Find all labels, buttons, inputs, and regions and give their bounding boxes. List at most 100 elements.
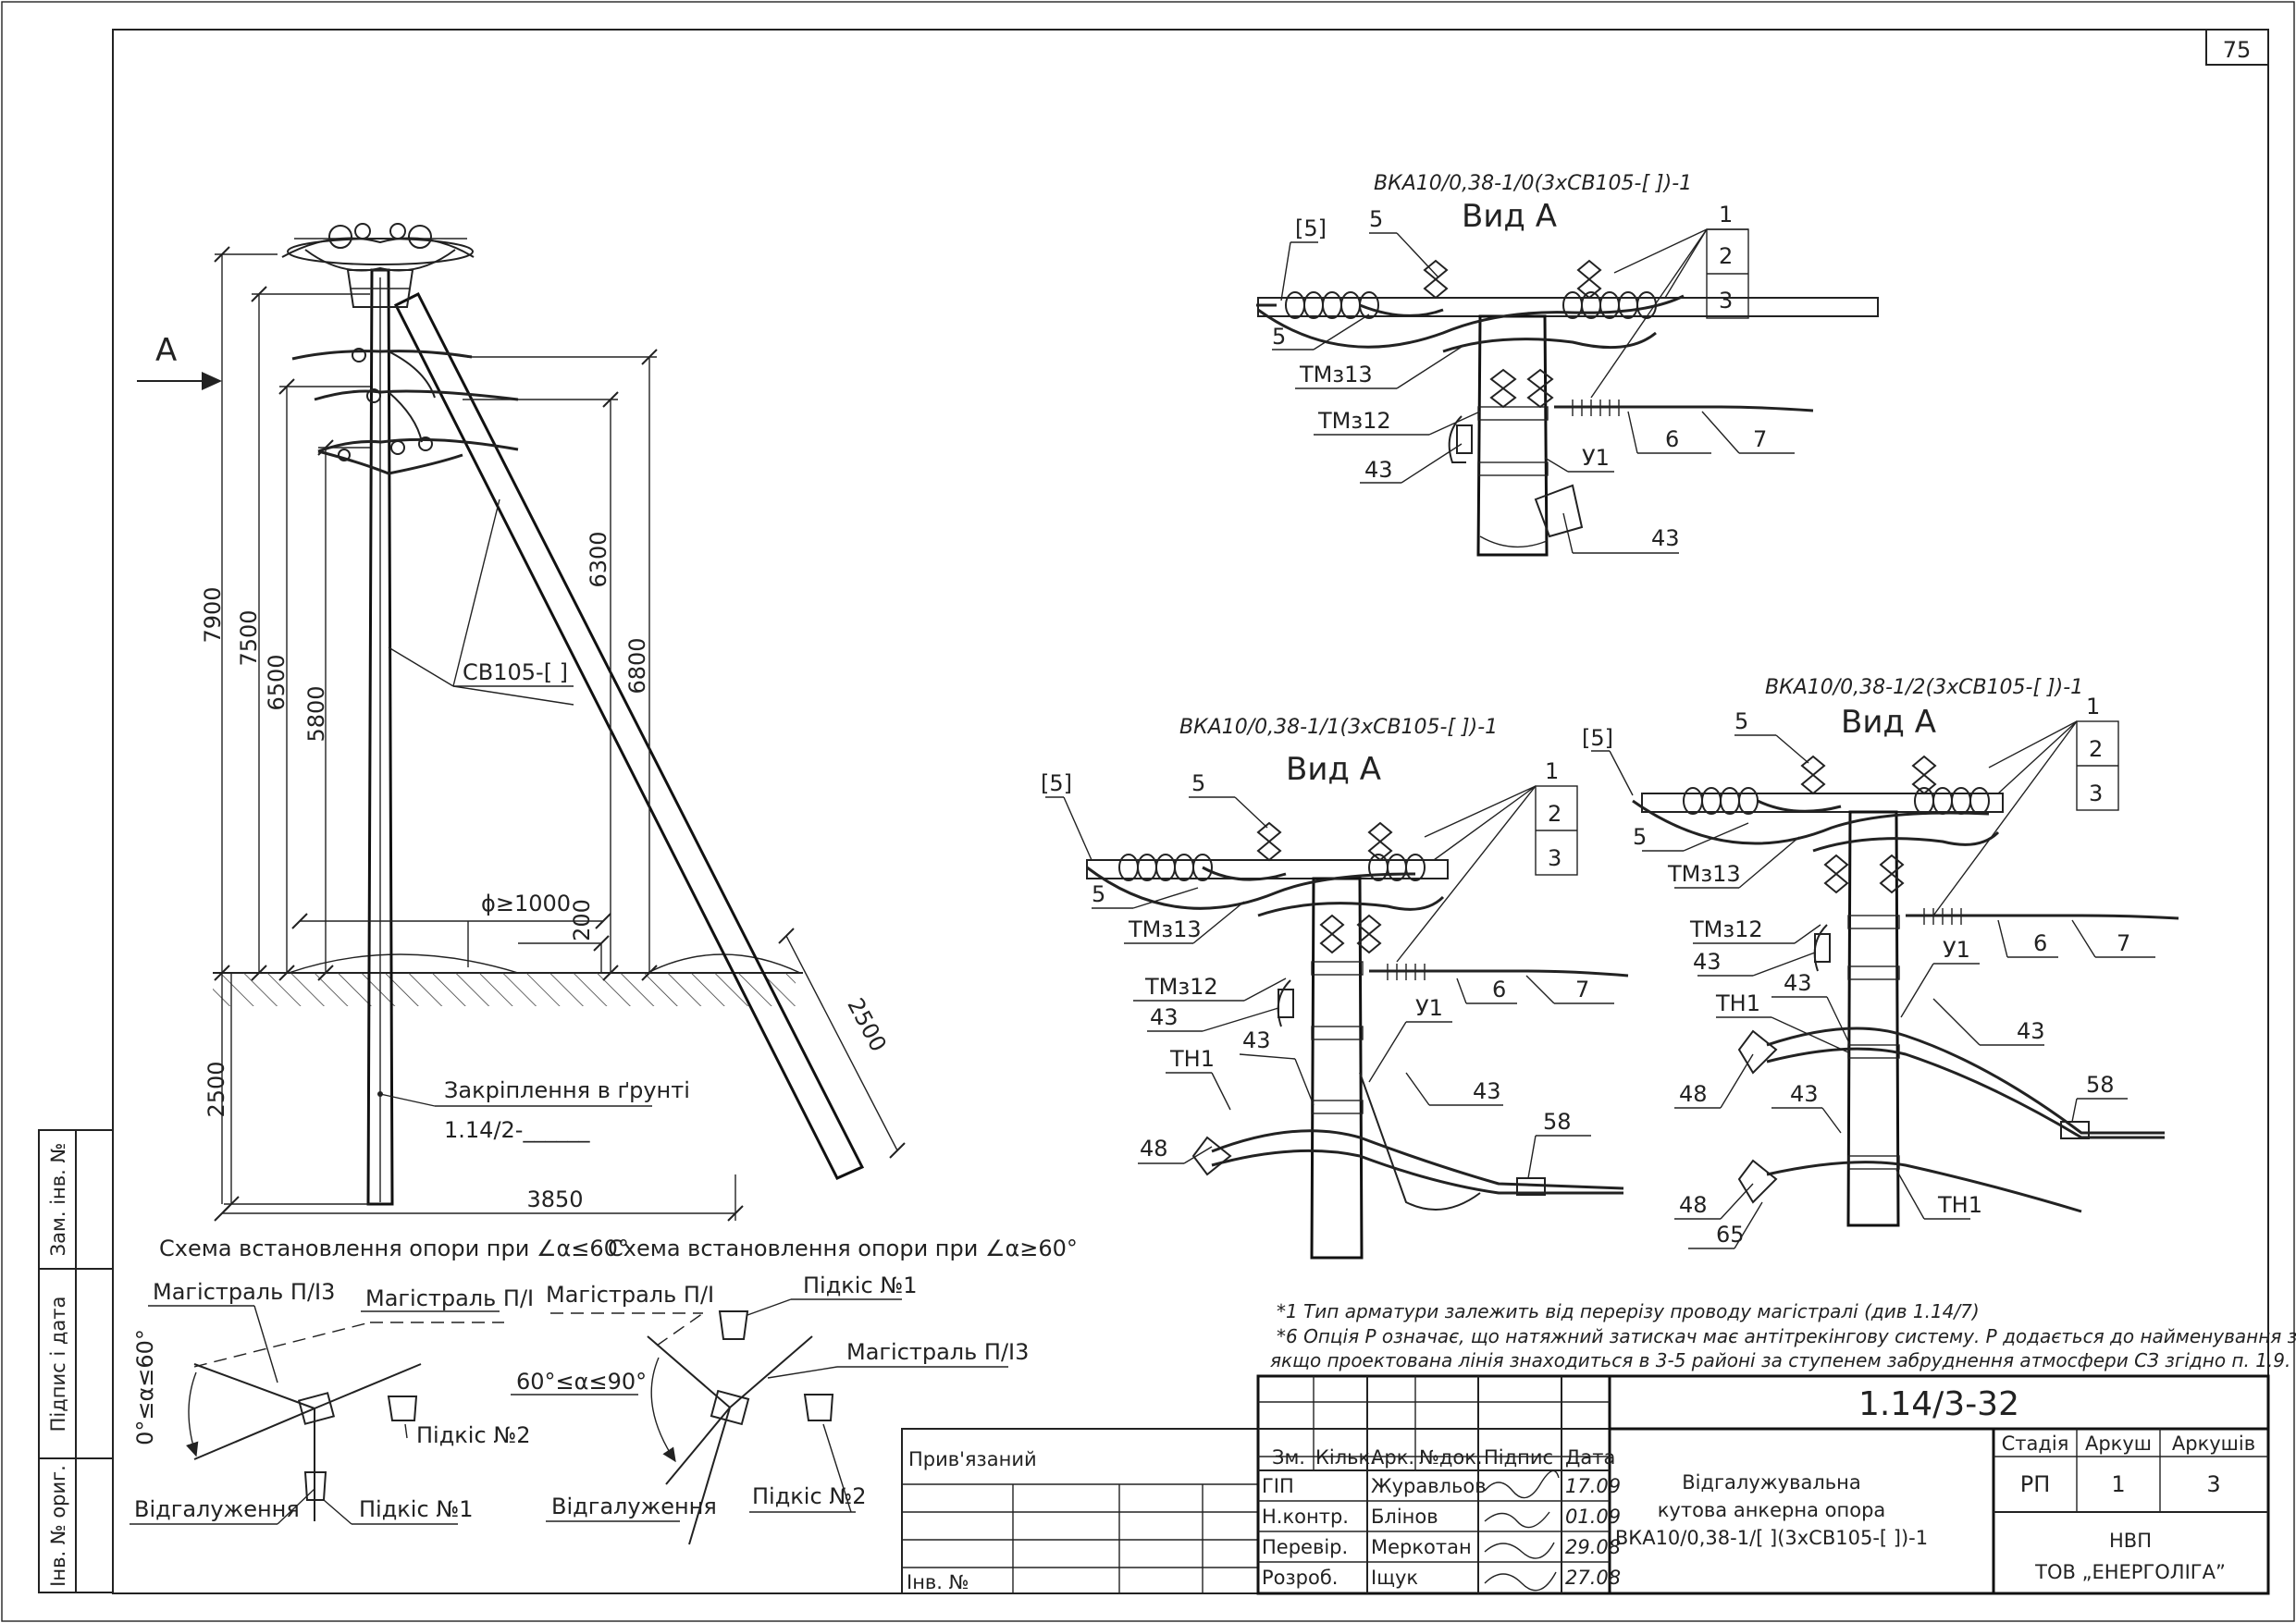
view-1-callout-43a: 43	[1364, 457, 1393, 483]
hdr-ndok: №док.	[1419, 1446, 1483, 1469]
scheme-left-brace2	[387, 1396, 418, 1421]
view-2-callout-tmz13: ТМз13	[1128, 916, 1202, 942]
dim-diameter: ϕ≥1000	[481, 891, 571, 916]
view-3-callout-b5: [5]	[1582, 725, 1613, 751]
view-1-callout-5a: 5	[1369, 206, 1383, 232]
view-2-callout-48: 48	[1140, 1136, 1168, 1162]
view-2-callout-2: 2	[1548, 801, 1562, 827]
sheets-val: 3	[2206, 1471, 2220, 1497]
scheme-right-brace2	[803, 1394, 834, 1421]
dim-200: 200	[569, 899, 595, 941]
dim-2500-strut: 2500	[842, 994, 891, 1056]
org-line1: НВП	[2109, 1530, 2152, 1552]
scheme-right-branch-label: Відгалуження	[551, 1494, 717, 1519]
elevation-view: A	[137, 223, 906, 1222]
stamp-original-inv: Інв. № ориг.	[47, 1465, 69, 1587]
soil-mound-right	[647, 953, 801, 974]
view-3-callout-u1: У1	[1943, 937, 1970, 963]
dim-7900: 7900	[200, 586, 226, 643]
view-1-callout-3: 3	[1719, 288, 1733, 314]
dim-6500: 6500	[264, 654, 290, 710]
row-gip-date: 17.09	[1565, 1475, 1621, 1497]
hdr-zm: Зм.	[1272, 1446, 1305, 1469]
row-perevir-date: 29.08	[1565, 1536, 1621, 1558]
ground-fix-label: Закріплення в ґрунті	[444, 1077, 690, 1103]
strut	[393, 291, 865, 1180]
view-2-callout-5a: 5	[1191, 770, 1205, 796]
view-2-callout-43b: 43	[1242, 1027, 1271, 1053]
view-1-callout-2: 2	[1719, 243, 1733, 269]
scheme-left-branch-label: Відгалуження	[134, 1496, 300, 1522]
cross-arm-wires	[291, 348, 519, 475]
doc-title-line1: Відгалужувальна	[1682, 1471, 1861, 1494]
row-gip-name: Журавльов	[1371, 1475, 1487, 1497]
view-1-callout-5b: 5	[1272, 324, 1286, 350]
view-3-title: ВКА10/0,38-1/2(3хСВ105-[ ])-1	[1765, 676, 2083, 699]
scheme-caption-right: Схема встановлення опори при ∠α≥60°	[608, 1236, 1078, 1261]
stage-val: РП	[2020, 1471, 2051, 1497]
sheet-number: 75	[2223, 37, 2252, 63]
view-3-callout-3: 3	[2089, 781, 2103, 806]
view-1-callout-b5: [5]	[1295, 215, 1327, 241]
title-block: Прив'язаний Інв. № Зм. Кільк. Арк. №док.…	[901, 1374, 2270, 1595]
hdr-data: Дата	[1565, 1446, 1615, 1469]
row-gip-role: ГІП	[1262, 1475, 1294, 1497]
view-3-callout-1: 1	[2086, 694, 2100, 719]
sheet-number-box	[2205, 29, 2269, 66]
scheme-right-main-pl: Магістраль П/І	[546, 1282, 714, 1308]
hdr-ark: Арк.	[1371, 1446, 1414, 1469]
view-3-callout-48b: 48	[1679, 1192, 1708, 1218]
view-1-callout-tmz13: ТМз13	[1299, 362, 1373, 387]
row-nkontr-name: Блінов	[1371, 1506, 1438, 1528]
view-2-callout-43a: 43	[1150, 1004, 1179, 1030]
dim-3850: 3850	[526, 1187, 583, 1212]
dim-2500-depth: 2500	[204, 1061, 229, 1117]
wire-label: СВ105-[ ]	[463, 659, 568, 685]
view-2-label: Вид А	[1286, 751, 1381, 788]
dim-7500: 7500	[236, 609, 262, 666]
row-nkontr-date: 01.09	[1565, 1506, 1621, 1528]
view-1-callout-6: 6	[1665, 426, 1679, 452]
dim-6300: 6300	[586, 531, 611, 587]
scheme-right: Магістраль П/І Підкіс №1 Магістраль П/І3…	[511, 1273, 1029, 1545]
row-rozrob-name: Іщук	[1371, 1567, 1418, 1589]
soil-mound-left	[288, 953, 519, 974]
sheets-hdr: Аркушів	[2172, 1432, 2255, 1455]
view-1-callout-tmz12: ТМз12	[1317, 408, 1391, 434]
signatures	[1484, 1469, 1560, 1592]
row-perevir-role: Перевір.	[1262, 1536, 1348, 1558]
view-3-callout-58: 58	[2086, 1072, 2115, 1098]
view-2-callout-1: 1	[1545, 758, 1559, 784]
view-3-callout-43d: 43	[2017, 1018, 2045, 1044]
scheme-left-angle: 0°≤α≤60°	[132, 1329, 158, 1445]
doc-title-line2: кутова анкерна опора	[1658, 1499, 1886, 1521]
doc-code: 1.14/3-32	[1858, 1385, 2019, 1423]
scheme-left-brace2-label: Підкіс №2	[416, 1422, 531, 1448]
view-1: ВКА10/0,38-1/0(3хСВ105-[ ])-1 Вид А	[1256, 172, 1879, 557]
view-3-callout-tmz13: ТМз13	[1667, 861, 1741, 887]
view-2-title: ВКА10/0,38-1/1(3хСВ105-[ ])-1	[1179, 716, 1498, 739]
view-3: ВКА10/0,38-1/2(3хСВ105-[ ])-1 Вид А	[1582, 676, 2179, 1249]
dim-6800: 6800	[624, 637, 650, 694]
note-3: якщо проектована лінія знаходиться в 3-5…	[1270, 1349, 2296, 1371]
view-3-callout-43c: 43	[1790, 1081, 1819, 1107]
ground-fix-code: 1.14/2-______	[444, 1117, 590, 1143]
view-3-callout-5b: 5	[1633, 824, 1647, 850]
view-2-callout-tmz12: ТМз12	[1144, 974, 1218, 1000]
scheme-right-main-pl3: Магістраль П/І3	[846, 1339, 1029, 1365]
scheme-right-brace1-label: Підкіс №1	[803, 1273, 918, 1298]
scheme-caption-left: Схема встановлення опори при ∠α≤60°	[159, 1236, 629, 1261]
sheet-hdr: Аркуш	[2085, 1432, 2152, 1455]
dim-5800: 5800	[303, 685, 329, 742]
view-3-callout-43a: 43	[1693, 949, 1722, 975]
view-2-callout-u1: У1	[1415, 995, 1443, 1021]
view-3-callout-43b: 43	[1784, 970, 1812, 996]
scheme-right-brace1	[718, 1310, 749, 1340]
scheme-left-node	[297, 1392, 336, 1425]
scheme-right-brace2-label: Підкіс №2	[752, 1483, 867, 1509]
stamp-signature-date: Підпис і дата	[47, 1297, 69, 1432]
view-3-callout-tmz12: ТМз12	[1689, 916, 1763, 942]
view-2-callout-58: 58	[1543, 1109, 1572, 1135]
